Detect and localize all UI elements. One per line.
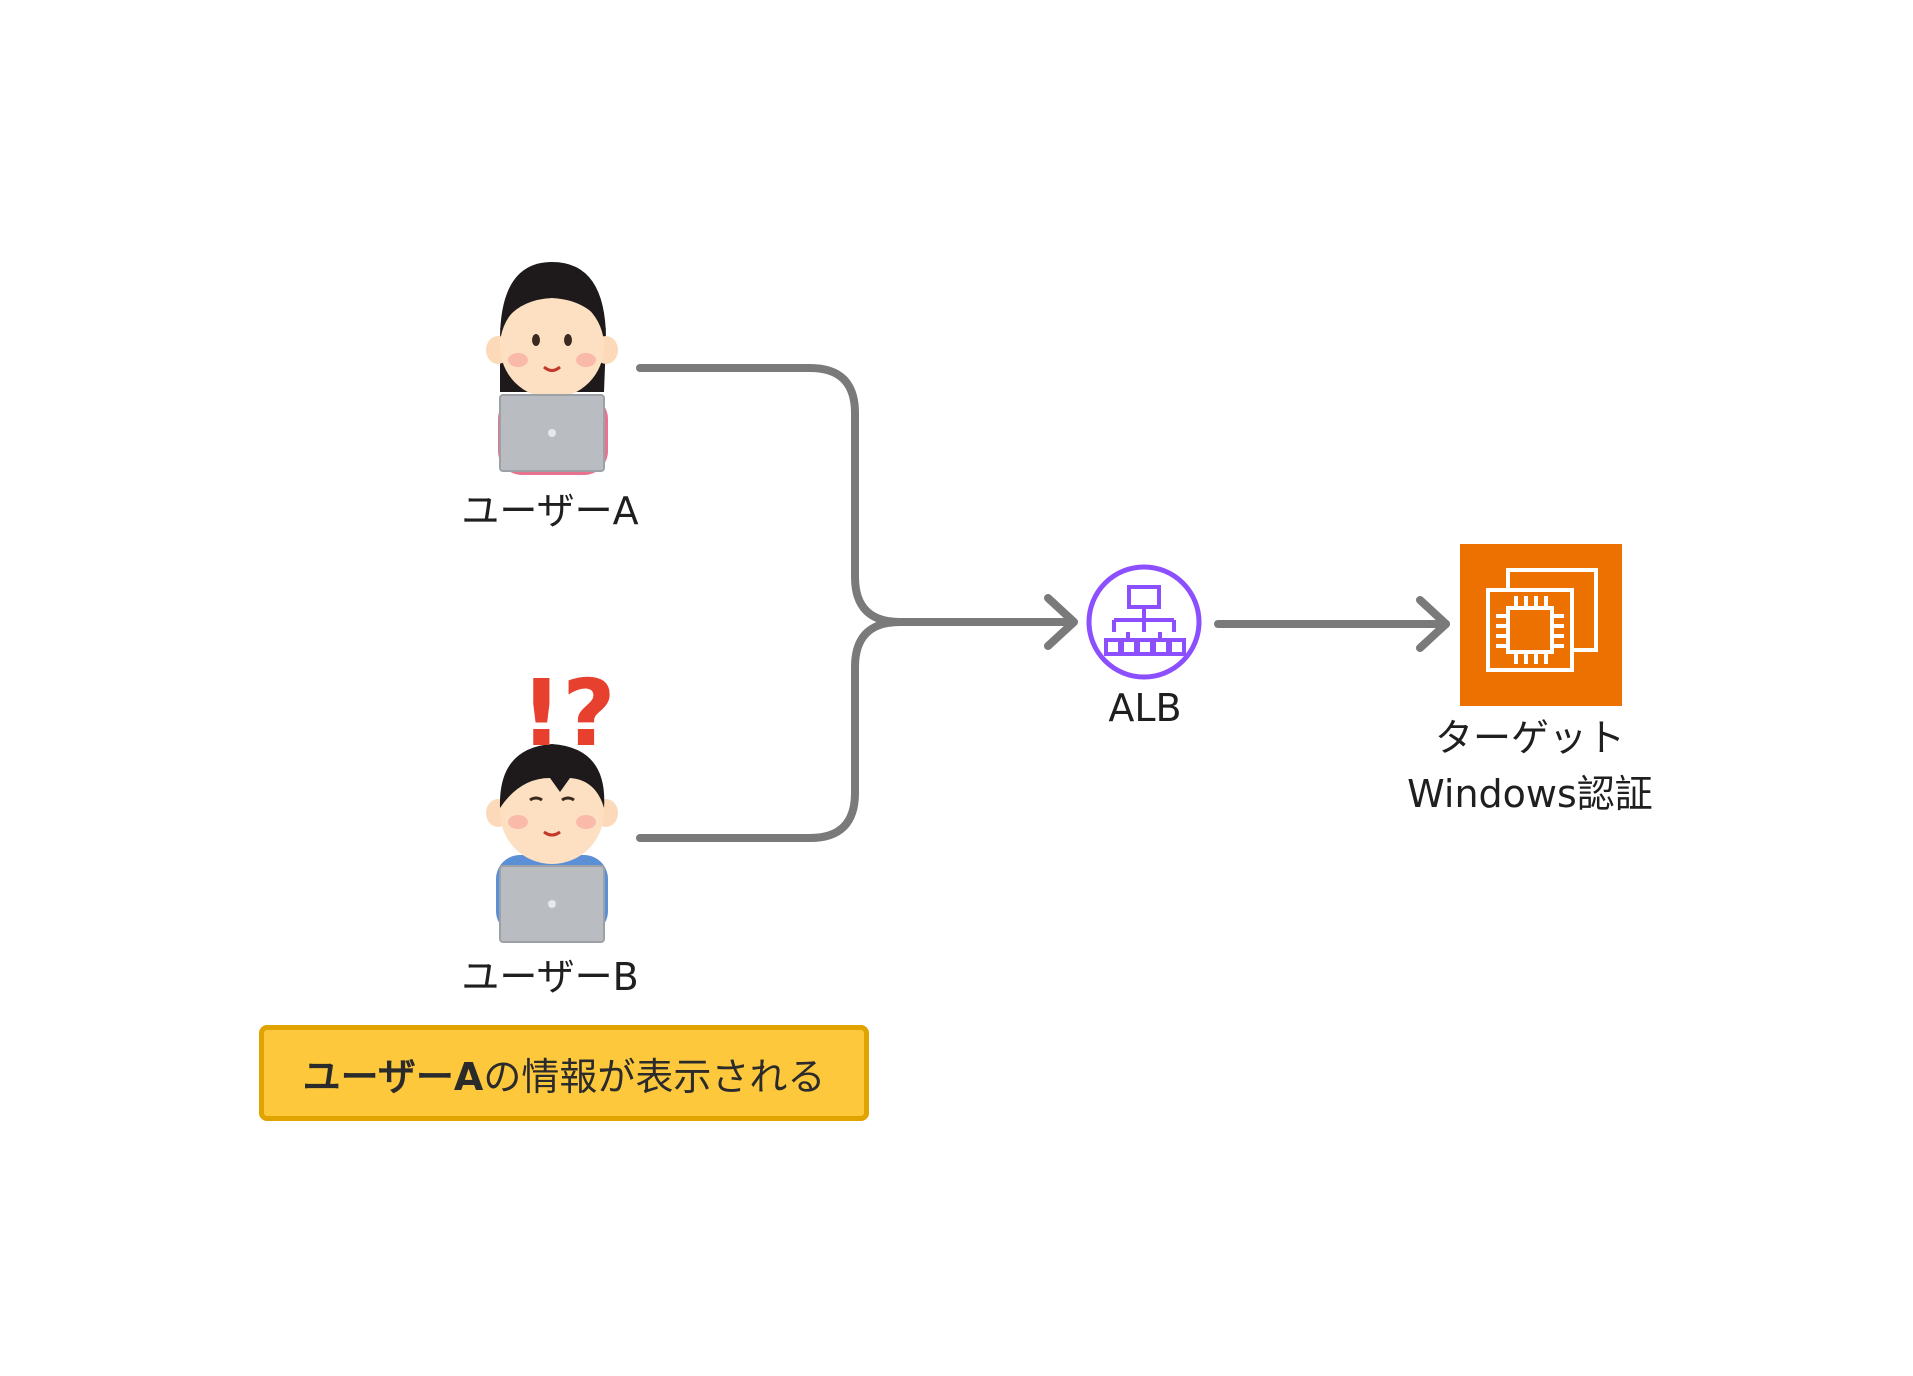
user-a-illustration — [486, 262, 618, 475]
callout-text: の情報が表示される — [483, 1054, 826, 1099]
user-b-label: ユーザーB — [461, 955, 639, 999]
target-label: ターゲット Windows認証 — [1380, 710, 1680, 822]
arrowhead-to-alb — [1044, 594, 1078, 650]
user-b-illustration — [486, 744, 618, 943]
callout-bold-text: ユーザーA — [302, 1054, 484, 1099]
user-a-label: ユーザーA — [461, 489, 639, 533]
target-label-line1: ターゲット — [1434, 716, 1625, 760]
connector-user-a — [636, 364, 1076, 626]
ec2-instances-icon — [1460, 544, 1622, 706]
target-label-line2: Windows認証 — [1407, 772, 1653, 816]
arrowhead-to-target — [1416, 596, 1450, 652]
load-balancer-icon — [1086, 564, 1202, 680]
surprise-mark: !? — [520, 660, 615, 767]
alb-label: ALB — [1108, 686, 1182, 730]
connector-user-b — [636, 618, 904, 842]
